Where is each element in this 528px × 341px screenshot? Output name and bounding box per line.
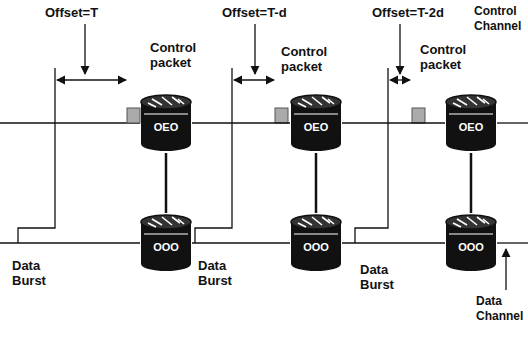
- pointer-arrow: [254, 24, 255, 74]
- annotation-label: Data Burst: [198, 258, 244, 288]
- annotation-label: Control packet: [281, 44, 341, 74]
- router-link: [470, 153, 473, 213]
- pointer-arrow: [505, 249, 506, 290]
- router: OEO: [445, 93, 497, 153]
- annotation-label: Offset=T-d: [222, 5, 287, 20]
- control-channel-line: [497, 122, 528, 123]
- control-packet: [412, 108, 425, 123]
- annotation-label: Control Channel: [474, 4, 526, 34]
- annotation-label: Offset=T: [45, 5, 98, 20]
- router: OEO: [290, 93, 342, 153]
- offset-arrow: [57, 79, 126, 80]
- router-label: OEO: [290, 93, 342, 133]
- control-packet: [127, 108, 140, 123]
- router: OOO: [140, 213, 192, 273]
- channel-link: [192, 242, 290, 243]
- pointer-arrow: [399, 24, 400, 74]
- offset-arrow: [234, 79, 274, 80]
- data-burst: [195, 68, 232, 243]
- data-channel-line: [0, 242, 140, 243]
- data-burst: [355, 68, 388, 243]
- data-burst: [18, 68, 55, 243]
- router-label: OEO: [140, 93, 192, 133]
- router: OOO: [290, 213, 342, 273]
- router-label: OOO: [445, 213, 497, 253]
- channel-link: [342, 242, 445, 243]
- data-channel-line: [497, 242, 528, 243]
- offset-arrow: [390, 79, 410, 80]
- annotation-label: Data Burst: [360, 262, 406, 292]
- annotation-label: Control packet: [420, 42, 472, 72]
- control-packet: [275, 108, 288, 123]
- router-label: OEO: [445, 93, 497, 133]
- channel-link: [192, 122, 290, 123]
- control-channel-line: [0, 122, 140, 123]
- router-label: OOO: [290, 213, 342, 253]
- annotation-label: Data Channel: [476, 294, 526, 324]
- router: OEO: [140, 93, 192, 153]
- router-link: [165, 153, 168, 213]
- router: OOO: [445, 213, 497, 273]
- annotation-label: Control packet: [150, 40, 210, 70]
- channel-link: [342, 122, 445, 123]
- annotation-label: Offset=T-2d: [372, 5, 444, 20]
- router-link: [315, 153, 318, 213]
- pointer-arrow: [84, 24, 85, 74]
- router-label: OOO: [140, 213, 192, 253]
- annotation-label: Data Burst: [12, 258, 58, 288]
